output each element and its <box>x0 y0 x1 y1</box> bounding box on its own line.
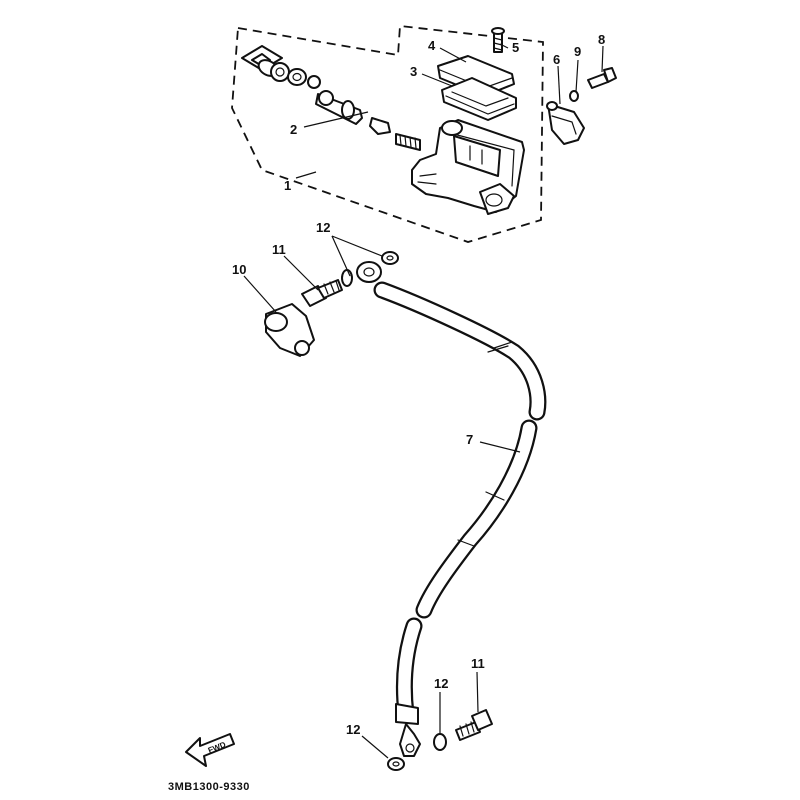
callout-4: 4 <box>428 38 436 53</box>
leader-lines <box>243 43 604 759</box>
fwd-arrow-icon <box>185 733 235 767</box>
callout-12-lower: 12 <box>346 722 360 737</box>
callout-2: 2 <box>290 122 297 137</box>
callout-11-upper: 11 <box>272 242 286 257</box>
drawing-code: 3MB1300-9330 <box>168 781 250 793</box>
handlebar-holder <box>546 101 585 145</box>
master-cylinder-body <box>411 119 525 215</box>
brake-hose <box>356 261 547 757</box>
callout-3: 3 <box>410 64 417 79</box>
washer-9 <box>569 90 579 102</box>
callout-6: 6 <box>553 52 560 67</box>
callout-10: 10 <box>232 262 246 277</box>
rubber-cap <box>264 303 315 357</box>
callout-5: 5 <box>512 40 519 55</box>
callout-1: 1 <box>284 178 291 193</box>
callout-7: 7 <box>466 432 473 447</box>
reservoir-cap-set <box>437 27 517 121</box>
piston-kit <box>241 45 421 151</box>
washer-12-upper <box>381 251 399 265</box>
union-bolt-11-lower <box>455 709 493 741</box>
callout-11-lower: 11 <box>471 656 485 671</box>
callout-8: 8 <box>598 32 605 47</box>
washer-12-mid <box>341 269 353 287</box>
callout-12-upper: 12 <box>316 220 330 235</box>
washer-12-lower-left <box>387 757 405 771</box>
callout-9: 9 <box>574 44 581 59</box>
union-bolt-11-upper <box>301 279 343 307</box>
washer-12-lower-right <box>433 733 447 751</box>
assembly-boundary <box>231 25 544 243</box>
bolt-8 <box>587 67 617 89</box>
callout-12-mid: 12 <box>434 676 448 691</box>
